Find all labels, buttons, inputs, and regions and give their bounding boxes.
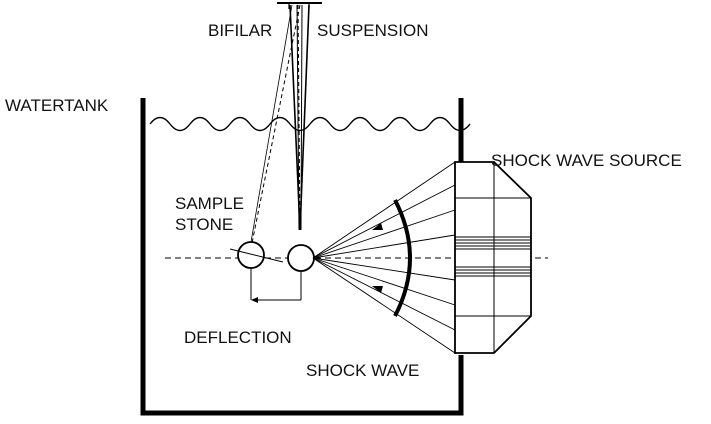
- shock-wave-source-housing: [454, 161, 532, 354]
- water-surface: [149, 116, 471, 132]
- sample-label-line2: STONE: [175, 215, 234, 234]
- sample-stone: [287, 244, 315, 272]
- watertank-label: WATERTANK: [5, 96, 109, 115]
- shock-wave-rays: [312, 161, 456, 354]
- ray-arrowhead-lower: [372, 286, 383, 293]
- shock-wave-label: SHOCK WAVE: [306, 361, 420, 380]
- sample-label-line1: SAMPLE: [175, 194, 244, 213]
- shock-wave-source-label: SHOCK WAVE SOURCE: [491, 151, 682, 170]
- deflection-label: DEFLECTION: [184, 328, 292, 347]
- suspension-label: SUSPENSION: [317, 21, 429, 40]
- shock-wave-front: [393, 199, 412, 317]
- deflected-stone: [237, 241, 265, 269]
- deflection-indicator: [250, 268, 302, 301]
- bifilar-label: BIFILAR: [208, 21, 273, 40]
- bifilar-suspension-wires: [250, 4, 310, 244]
- sample-stone-pointer: [229, 248, 284, 263]
- ray-arrowhead-upper: [372, 223, 383, 230]
- source-center-lines: [455, 236, 531, 277]
- deflection-arrowhead: [251, 297, 258, 303]
- sample-stone-label: SAMPLE STONE: [175, 193, 244, 235]
